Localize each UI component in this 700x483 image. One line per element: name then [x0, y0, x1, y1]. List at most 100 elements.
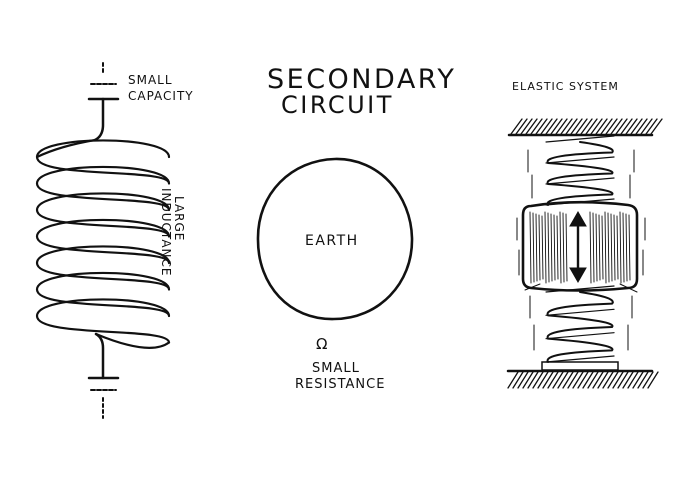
hatch-line [575, 118, 588, 135]
mass-shading-line [550, 213, 553, 282]
spring-turn [545, 355, 615, 363]
hatch-line [525, 118, 538, 135]
spring-coil [546, 291, 614, 363]
mass-shading-line [562, 212, 565, 283]
hatch-line [625, 118, 638, 135]
hatch-line [617, 371, 629, 389]
top-capacitor-icon [87, 62, 120, 142]
lower-spring-icon [545, 285, 615, 363]
hatch-line [607, 371, 619, 389]
hatch-line [522, 371, 534, 389]
large-inductance-label-1: LARGE [172, 196, 186, 241]
small-capacity-label-1: SMALL [128, 73, 173, 87]
mass-shading-line [565, 213, 568, 282]
hatch-line [632, 371, 644, 389]
hatch-line [590, 118, 603, 135]
hatch-line [600, 118, 613, 135]
hatch-line [557, 371, 569, 389]
spring-turn [545, 156, 615, 164]
hatch-line [537, 371, 549, 389]
hatch-line [587, 371, 599, 389]
mass-shading-line [556, 215, 559, 280]
bottom-capacitor-icon [87, 332, 120, 419]
mass-shading-line [589, 211, 592, 284]
hatch-line [577, 371, 589, 389]
mass-shading-line [529, 211, 532, 284]
hatch-line [605, 118, 618, 135]
left-circuit [35, 62, 171, 419]
large-inductance-label: LARGE INDUCTANCE [159, 188, 186, 276]
hatch-line [650, 118, 663, 135]
coil-path [35, 139, 171, 344]
hatch-line [627, 371, 639, 389]
hatch-line [530, 118, 543, 135]
mass-shading-line [544, 211, 547, 284]
spring-coil [546, 141, 614, 206]
spring-turn [545, 332, 615, 340]
hatch-line [645, 118, 658, 135]
hatch-line [535, 118, 548, 135]
upper-spring-icon [545, 135, 615, 206]
large-inductance-label-2: INDUCTANCE [159, 188, 173, 276]
hatch-line [510, 118, 523, 135]
mass-shading-line [619, 211, 622, 284]
mass-shading-line [601, 215, 604, 280]
hatch-line [555, 118, 568, 135]
hatch-line [565, 118, 578, 135]
oscillating-mass-icon [521, 200, 639, 292]
hatch-line [542, 371, 554, 389]
hatch-line [602, 371, 614, 389]
hatch-line [612, 371, 624, 389]
hatch-line [592, 371, 604, 389]
mass-shading-line [559, 211, 562, 284]
hatch-line [582, 371, 594, 389]
hatch-line [520, 118, 533, 135]
hatch-line [647, 371, 659, 389]
title-line-2: CIRCUIT [281, 91, 394, 119]
hatch-line [507, 371, 519, 389]
mass-shading-line [616, 215, 619, 280]
spring-turn [545, 135, 615, 143]
title-line-1: SECONDARY [267, 64, 456, 95]
hatch-line [615, 118, 628, 135]
mass-shading-line [610, 213, 613, 282]
mass-shading-line [538, 214, 541, 281]
hatch-line [610, 118, 623, 135]
omega-symbol: Ω [316, 335, 327, 353]
hatch-line [570, 118, 583, 135]
spring-turn [545, 177, 615, 185]
hatch-line [585, 118, 598, 135]
coil-lead-top [35, 138, 97, 159]
mass-shading-line [598, 214, 601, 281]
hatch-line [572, 371, 584, 389]
hatch-line [562, 371, 574, 389]
mass-shading-line [595, 213, 598, 282]
hatch-line [560, 118, 573, 135]
spring-turn [545, 308, 615, 316]
hatch-line [550, 118, 563, 135]
mass-shading-line [547, 212, 550, 283]
mass-shading-line [541, 215, 544, 280]
hatch-line [637, 371, 649, 389]
hatch-line [515, 118, 528, 135]
mass-shading-line [535, 213, 538, 282]
mass-shading-line [553, 214, 556, 281]
floor-hatch [506, 361, 659, 389]
hatch-line [622, 371, 634, 389]
small-resistance-label-2: RESISTANCE [295, 377, 385, 392]
earth-label: EARTH [305, 233, 359, 249]
hatch-line [640, 118, 653, 135]
hatch-line [532, 371, 544, 389]
hatch-line [527, 371, 539, 389]
hatch-line [642, 371, 654, 389]
mass-shading-line [532, 212, 535, 283]
hatch-line [630, 118, 643, 135]
hatch-line [597, 371, 609, 389]
hatch-line [580, 118, 593, 135]
elastic-system-label: ELASTIC SYSTEM [512, 80, 619, 93]
mass-shading-line [622, 212, 625, 283]
small-resistance-label-1: SMALL [312, 361, 360, 376]
hatch-line [547, 371, 559, 389]
mass-shading-line [604, 211, 607, 284]
